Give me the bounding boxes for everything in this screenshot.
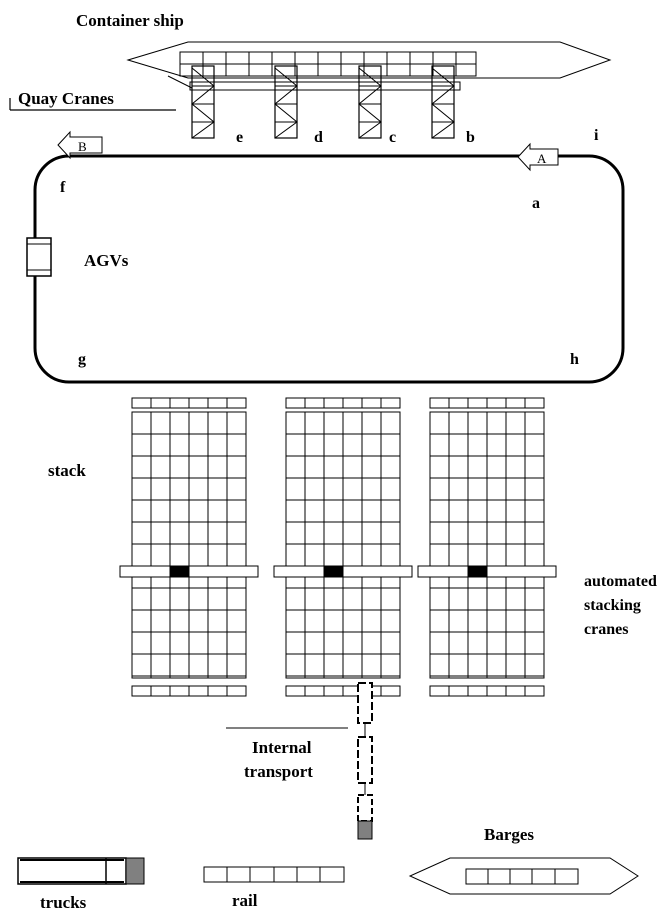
point-a: a — [532, 195, 540, 212]
internal-vehicle-2-icon — [357, 736, 373, 784]
arrow-b-label: B — [78, 139, 87, 154]
stack-label: stack — [48, 461, 86, 480]
point-h: h — [570, 351, 579, 368]
barges: Barges — [408, 825, 639, 895]
container-ship: Container ship — [76, 11, 612, 79]
ship-hull — [126, 41, 612, 79]
arrow-a-label: A — [537, 151, 547, 166]
point-e: e — [236, 129, 243, 146]
crane-trolley — [323, 565, 344, 578]
point-i: i — [594, 127, 599, 144]
agv-vehicle-icon — [26, 237, 52, 277]
point-c: c — [389, 129, 396, 146]
quay-cranes: Quay Cranes — [9, 65, 461, 139]
internal-transport-label-line2: transport — [244, 762, 313, 781]
asc-label-line3: cranes — [584, 621, 628, 638]
barge-containers — [465, 868, 579, 885]
arrow-a: A — [517, 142, 559, 172]
barges-label: Barges — [484, 825, 534, 844]
quay-crane-e — [191, 65, 215, 139]
asc-label-line2: stacking — [584, 597, 641, 614]
quay-crane-c — [358, 65, 382, 139]
stack-top-rail — [429, 397, 545, 409]
stack-grid — [429, 411, 545, 679]
stack-top-rail — [285, 397, 401, 409]
internal-transport: Internal transport — [226, 682, 373, 840]
quay-cranes-label: Quay Cranes — [18, 89, 114, 108]
stack-grid — [131, 411, 247, 679]
rail-icon — [203, 866, 345, 883]
point-b: b — [466, 129, 475, 146]
stack-bottom-rail — [285, 685, 401, 697]
agv-loop: A B AGVs e d c b i a f g h — [26, 127, 625, 384]
internal-vehicle-1-icon — [357, 682, 373, 724]
stacking-crane — [417, 565, 557, 578]
point-g: g — [78, 351, 86, 368]
barge-hull — [408, 857, 639, 895]
trucks-label: trucks — [40, 893, 87, 912]
stack-grid — [285, 411, 401, 679]
arrow-b: B — [57, 130, 103, 160]
rail-label: rail — [232, 891, 258, 910]
truck-icon — [17, 857, 145, 885]
crane-trolley — [169, 565, 190, 578]
crane-beam — [189, 81, 461, 91]
stack-block-2 — [273, 397, 413, 697]
agvs-label: AGVs — [84, 251, 129, 270]
quay-crane-b — [431, 65, 455, 139]
stacking-crane — [119, 565, 259, 578]
point-f: f — [60, 179, 66, 196]
internal-vehicle-3-icon — [357, 794, 373, 840]
ship-containers — [179, 51, 477, 77]
stack-bottom-rail — [429, 685, 545, 697]
container-ship-label: Container ship — [76, 11, 184, 30]
arrow-b-icon — [57, 130, 103, 160]
stack-block-1 — [119, 397, 259, 697]
stack-top-rail — [131, 397, 247, 409]
point-d: d — [314, 129, 323, 146]
stacks — [119, 397, 557, 697]
asc-label-line1: automated — [584, 573, 657, 590]
crane-trolley — [467, 565, 488, 578]
internal-transport-label-line1: Internal — [252, 738, 312, 757]
quay-crane-d — [274, 65, 298, 139]
stack-bottom-rail — [131, 685, 247, 697]
stacking-crane — [273, 565, 413, 578]
arrow-a-icon — [517, 142, 559, 172]
stack-block-3 — [417, 397, 557, 697]
